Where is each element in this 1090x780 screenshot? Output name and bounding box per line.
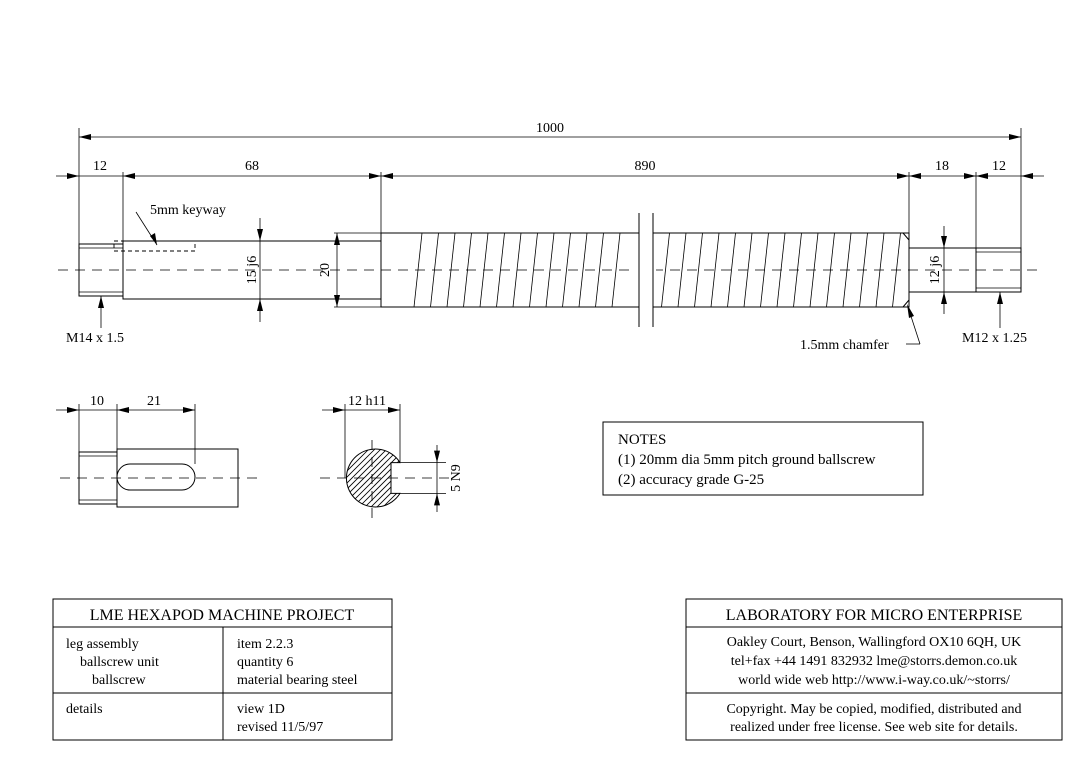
thread-line xyxy=(743,232,753,308)
hatch-line xyxy=(346,448,393,508)
copyright-line: Copyright. May be copied, modified, dist… xyxy=(726,702,1021,717)
dim-key-length: 21 xyxy=(147,394,161,409)
chamfer-bottom xyxy=(902,299,910,308)
thread-line xyxy=(859,232,868,308)
thread-line xyxy=(545,232,555,308)
item-line: material bearing steel xyxy=(237,673,358,688)
view-line: revised 11/5/97 xyxy=(237,720,323,735)
lab-name: LABORATORY FOR MICRO ENTERPRISE xyxy=(726,607,1023,624)
note-line: (1) 20mm dia 5mm pitch ground ballscrew xyxy=(618,452,876,468)
main-dimensions: 1000 12 68 890 18 12 15 j6 20 xyxy=(56,121,1044,322)
keyway-label: 5mm keyway xyxy=(150,203,226,218)
thread-line xyxy=(760,232,769,308)
right-threaded-end xyxy=(975,247,1022,293)
thread-line xyxy=(842,232,852,308)
right-thread-label: M12 x 1.25 xyxy=(962,331,1027,346)
dim-key-width: 12 h11 xyxy=(348,394,386,409)
address-line: Oakley Court, Benson, Wallingford OX10 6… xyxy=(727,635,1022,650)
thread-line xyxy=(710,232,720,308)
section-outline xyxy=(345,448,401,508)
dim-right-journal: 18 xyxy=(935,159,949,174)
lab-info-block: LABORATORY FOR MICRO ENTERPRISE Oakley C… xyxy=(685,598,1063,741)
keyway-hidden-outline xyxy=(113,240,196,252)
project-title-block: LME HEXAPOD MACHINE PROJECT leg assembly… xyxy=(52,598,393,741)
hatch-line xyxy=(346,448,381,508)
chamfer-label: 1.5mm chamfer xyxy=(800,338,889,353)
thread-line xyxy=(776,232,786,308)
keyway-section-view: 12 h11 5 N9 xyxy=(264,394,464,522)
keyway-slot-outline xyxy=(116,463,196,491)
chamfer-top xyxy=(902,232,910,241)
item-line: quantity 6 xyxy=(237,655,293,670)
hatch-line xyxy=(346,448,387,508)
keyway-detail-view: 10 21 xyxy=(56,394,262,508)
dim-right-end: 12 xyxy=(992,159,1006,174)
thread-line xyxy=(809,232,819,308)
dim-overall-length: 1000 xyxy=(536,121,564,136)
item-line: item 2.2.3 xyxy=(237,637,293,652)
thread-line xyxy=(413,232,423,308)
thread-line xyxy=(479,232,489,308)
thread-line xyxy=(512,232,522,308)
thread-line xyxy=(446,232,456,308)
thread-line xyxy=(595,232,604,308)
address-line: world wide web http://www.i-way.co.uk/~s… xyxy=(738,673,1010,688)
project-title: LME HEXAPOD MACHINE PROJECT xyxy=(90,607,355,624)
dim-key-depth: 5 N9 xyxy=(449,464,464,492)
thread-line xyxy=(826,232,835,308)
dim-screw-length: 890 xyxy=(635,159,656,174)
thread-line xyxy=(578,232,588,308)
desc-line: ballscrew unit xyxy=(80,655,159,670)
thread-line xyxy=(694,232,703,308)
thread-line xyxy=(463,232,472,308)
thread-line xyxy=(875,232,885,308)
notes-heading: NOTES xyxy=(618,432,666,448)
hatch-line xyxy=(264,438,344,518)
dim-left-end: 12 xyxy=(93,159,107,174)
view-line: view 1D xyxy=(237,702,285,717)
thread-line xyxy=(529,232,538,308)
dim-dia-15: 15 j6 xyxy=(245,256,260,284)
dim-dia-12: 12 j6 xyxy=(928,256,943,284)
thread-line xyxy=(793,232,802,308)
dim-left-journal: 68 xyxy=(245,159,259,174)
desc-line: leg assembly xyxy=(66,637,139,652)
hatch-line xyxy=(365,448,400,508)
thread-line xyxy=(727,232,736,308)
dim-dia-20: 20 xyxy=(318,263,333,277)
thread-line xyxy=(892,232,901,308)
notes-box: NOTES (1) 20mm dia 5mm pitch ground ball… xyxy=(602,421,924,496)
thread-line xyxy=(661,232,670,308)
thread-line xyxy=(430,232,439,308)
thread-line xyxy=(677,232,687,308)
hatch-line xyxy=(359,448,400,508)
thread-line xyxy=(496,232,505,308)
hatch-line xyxy=(371,448,400,508)
left-thread-label: M14 x 1.5 xyxy=(66,331,124,346)
details-label: details xyxy=(66,702,103,717)
address-line: tel+fax +44 1491 832932 lme@storrs.demon… xyxy=(731,654,1017,669)
thread-line xyxy=(611,232,621,308)
thread-lines xyxy=(413,232,901,308)
thread-break-gap xyxy=(636,229,656,311)
annotations: 5mm keyway M14 x 1.5 1.5mm chamfer M12 x… xyxy=(66,203,1027,353)
shaft-elevation xyxy=(58,213,1042,327)
copyright-line: realized under free license. See web sit… xyxy=(730,720,1018,735)
dim-key-offset: 10 xyxy=(90,394,104,409)
thread-line xyxy=(562,232,571,308)
desc-line: ballscrew xyxy=(92,673,147,688)
note-line: (2) accuracy grade G-25 xyxy=(618,472,764,488)
